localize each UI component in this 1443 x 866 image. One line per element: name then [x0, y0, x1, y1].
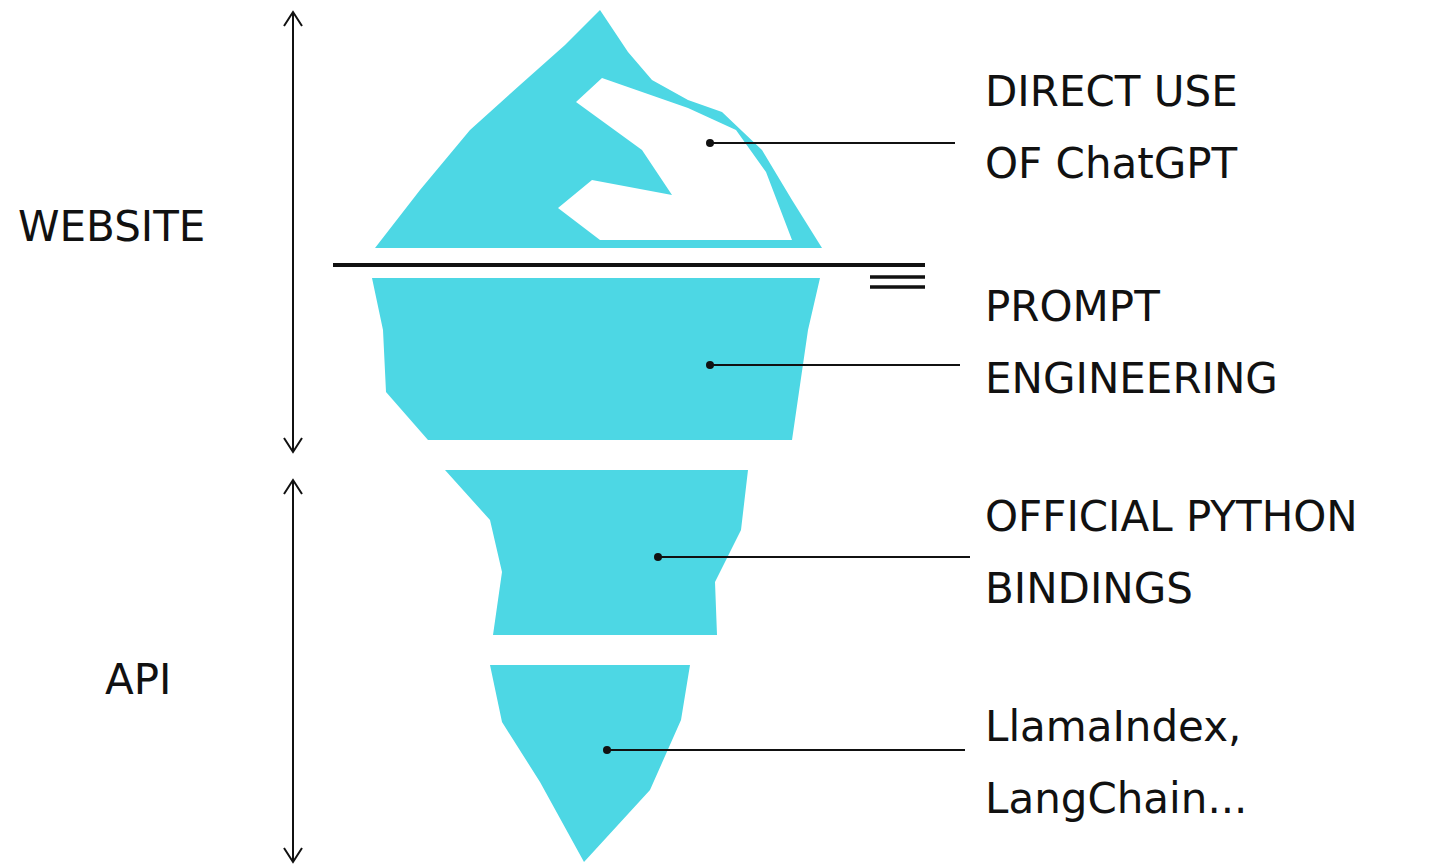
leader-dot — [706, 139, 714, 147]
leader-line — [710, 364, 960, 366]
arrow-head — [284, 480, 302, 494]
arrow-head — [284, 438, 302, 452]
water-mark — [870, 275, 925, 279]
iceberg-band — [445, 470, 748, 635]
callout-label: PROMPT ENGINEERING — [985, 271, 1325, 415]
callout-label: DIRECT USE OF ChatGPT — [985, 56, 1285, 200]
water-mark — [870, 285, 925, 289]
leader-line — [607, 749, 965, 751]
range-arrow — [292, 12, 294, 452]
leader-line — [710, 142, 955, 144]
range-label: API — [105, 644, 265, 716]
range-label: WEBSITE — [18, 191, 278, 263]
iceberg-band — [490, 665, 690, 862]
iceberg-tip — [375, 10, 822, 248]
leader-line — [658, 556, 970, 558]
water-line — [333, 263, 925, 267]
callout-label: LlamaIndex, LangChain... — [985, 691, 1365, 835]
callout-label: OFFICIAL PYTHON BINDINGS — [985, 481, 1435, 625]
iceberg-highlight — [558, 78, 792, 240]
arrow-head — [284, 848, 302, 862]
leader-dot — [654, 553, 662, 561]
iceberg-band — [372, 278, 820, 440]
range-arrow — [292, 480, 294, 862]
arrow-head — [284, 12, 302, 26]
leader-dot — [706, 361, 714, 369]
leader-dot — [603, 746, 611, 754]
